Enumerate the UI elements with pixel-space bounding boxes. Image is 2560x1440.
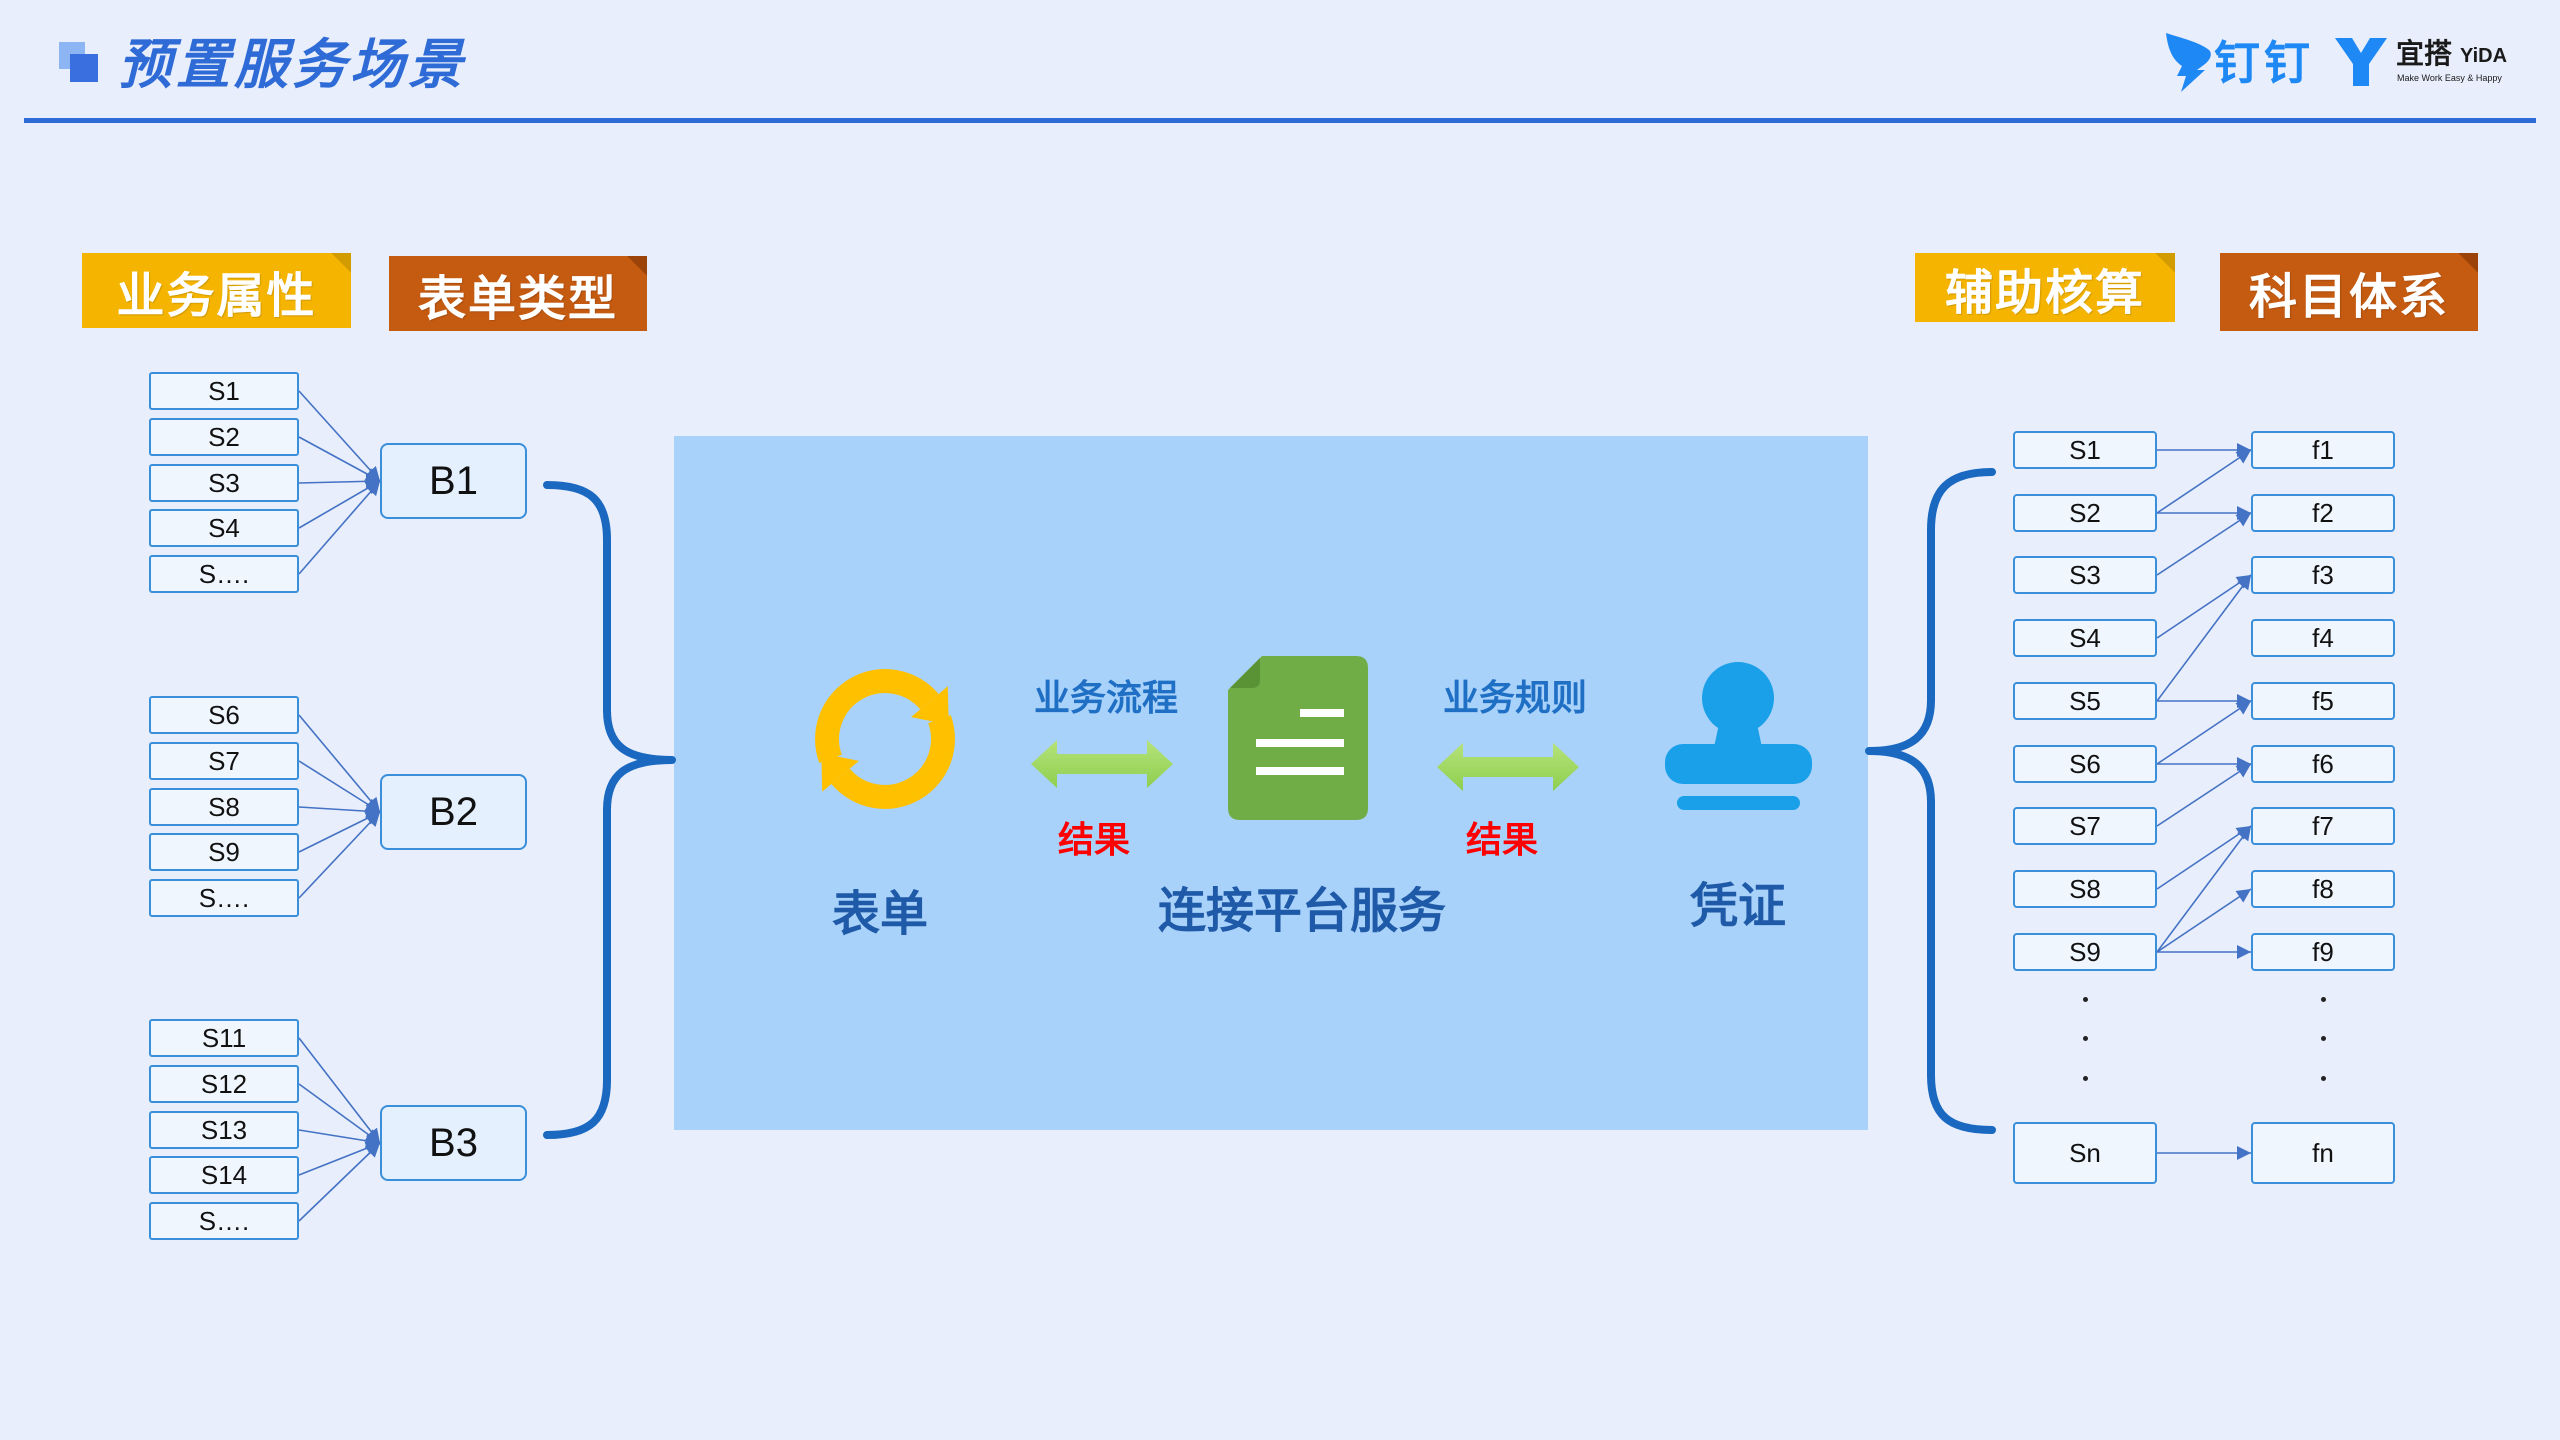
document-icon [1228,656,1368,820]
account-item-box: f9 [2251,933,2395,971]
business-attribute-box: S…. [149,1202,299,1240]
yida-slogan: Make Work Easy & Happy [2397,73,2502,83]
auxiliary-item-box: S8 [2013,870,2157,908]
account-item-box: f8 [2251,870,2395,908]
account-item-box: f2 [2251,494,2395,532]
business-attribute-box: S1 [149,372,299,410]
business-attribute-box: S…. [149,555,299,593]
auxiliary-item-box: S1 [2013,431,2157,469]
ellipsis-dot [2321,1036,2326,1041]
form-type-box: B2 [380,774,527,850]
platform-label: 连接平台服务 [1157,883,1446,939]
title-mark-front-square [70,54,98,82]
business-attribute-box: S…. [149,879,299,917]
business-attribute-box: S11 [149,1019,299,1057]
refresh-icon [815,669,955,809]
business-attribute-box: S7 [149,742,299,780]
business-attribute-box: S2 [149,418,299,456]
business-flow-label: 业务流程 [1033,678,1178,719]
auxiliary-item-box: S9 [2013,933,2157,971]
stamp-icon [1665,662,1812,810]
auxiliary-item-box-last: Sn [2013,1122,2157,1184]
auxiliary-item-box: S6 [2013,745,2157,783]
flow-result-label: 结果 [1057,820,1130,861]
account-item-box: f6 [2251,745,2395,783]
overlapping-squares-icon [57,40,101,84]
dingtalk-name: 钉钉 [2214,36,2314,90]
rule-result-label: 结果 [1465,820,1538,861]
yida-logo-icon [2335,38,2387,86]
auxiliary-item-box: S2 [2013,494,2157,532]
business-attribute-box: S8 [149,788,299,826]
auxiliary-item-box: S5 [2013,682,2157,720]
form-label: 表单 [831,886,928,942]
ellipsis-dot [2083,1076,2088,1081]
account-item-box: f4 [2251,619,2395,657]
tag-business-attributes: 业务属性 [82,253,351,328]
dingtalk-logo-icon [2166,33,2211,92]
tag-account-system: 科目体系 [2220,253,2478,331]
yida-english-name: YiDA [2460,45,2508,67]
account-item-box-last: fn [2251,1122,2395,1184]
double-arrow-right-icon [1437,743,1579,791]
tag-form-type: 表单类型 [389,256,647,331]
form-type-box: B1 [380,443,527,519]
page-title: 预置服务场景 [118,33,466,96]
account-item-box: f5 [2251,682,2395,720]
auxiliary-item-box: S7 [2013,807,2157,845]
business-attribute-box: S13 [149,1111,299,1149]
auxiliary-item-box: S3 [2013,556,2157,594]
business-attribute-box: S9 [149,833,299,871]
business-attribute-box: S3 [149,464,299,502]
business-attribute-box: S14 [149,1156,299,1194]
business-attribute-box: S4 [149,509,299,547]
header-divider [24,118,2536,123]
account-item-box: f3 [2251,556,2395,594]
business-attribute-box: S12 [149,1065,299,1103]
ellipsis-dot [2083,1036,2088,1041]
business-rules-label: 业务规则 [1442,678,1587,719]
form-type-box: B3 [380,1105,527,1181]
ellipsis-dot [2321,997,2326,1002]
business-attribute-box: S6 [149,696,299,734]
account-item-box: f1 [2251,431,2395,469]
tag-auxiliary-accounting: 辅助核算 [1915,253,2175,322]
auxiliary-item-box: S4 [2013,619,2157,657]
yida-name: 宜搭 [2396,37,2453,70]
account-item-box: f7 [2251,807,2395,845]
ellipsis-dot [2083,997,2088,1002]
ellipsis-dot [2321,1076,2326,1081]
double-arrow-left-icon [1031,740,1173,788]
voucher-label: 凭证 [1689,878,1786,934]
